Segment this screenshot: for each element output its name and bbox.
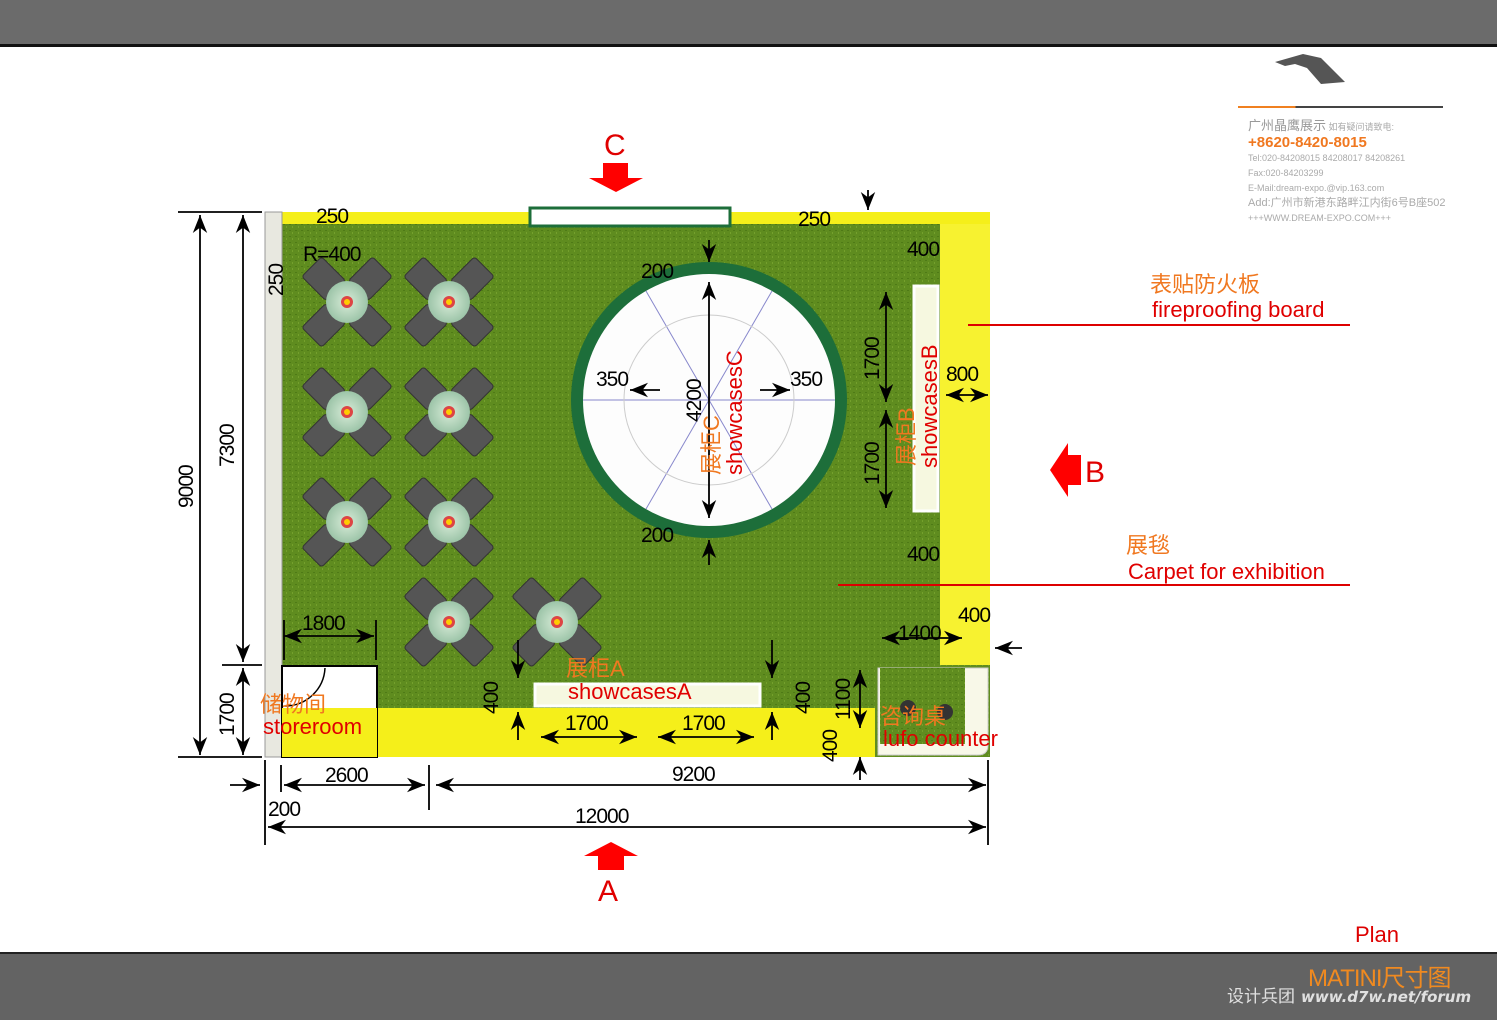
showcase-a-label-en: showcasesA: [568, 679, 692, 704]
hotline-label: 如有疑问请致电:: [1328, 122, 1395, 132]
dimension-label: 200: [268, 798, 300, 821]
dimension-label: 2600: [325, 764, 368, 787]
company-fax: Fax:020-84203299: [1248, 168, 1324, 178]
table-set: [302, 367, 392, 457]
watermark: 设计兵团 www.d7w.net/forum: [1227, 982, 1471, 1007]
eagle-logo: [1275, 54, 1345, 84]
showcase-b-label-en: showcasesB: [917, 344, 942, 468]
left-wall: [264, 211, 283, 758]
dimension-label: 1700: [861, 442, 884, 485]
dimension-label: 250: [265, 264, 288, 296]
dimension-label: 250: [316, 205, 348, 228]
view-a-label: A: [598, 875, 618, 908]
dimension-label: 7300: [216, 424, 239, 467]
company-tel: Tel:020-84208015 84208017 84208261: [1248, 153, 1406, 163]
company-phone: +8620-8420-8015: [1248, 134, 1367, 151]
dimension-label: 200: [641, 260, 673, 283]
fireproof-wall-right: [940, 224, 990, 665]
dimension-label: 350: [790, 368, 822, 391]
logo-divider: [1238, 106, 1443, 108]
dimension-label: 12000: [575, 805, 629, 828]
company-email: E-Mail:dream-expo.@vip.163.com: [1248, 183, 1385, 193]
company-info: 广州晶鹰展示 如有疑问请致电: +8620-8420-8015 Tel:020-…: [1238, 54, 1446, 226]
counter-inner: [880, 668, 965, 744]
dimension-lines: [178, 190, 1022, 845]
dimension-label: 400: [907, 543, 939, 566]
dimension-label: 9000: [175, 465, 198, 508]
dimension-label: 1700: [565, 712, 608, 735]
plan-label: Plan: [1355, 922, 1400, 947]
fireproof-label-cn: 表贴防火板: [1150, 272, 1260, 297]
dimension-label: 9200: [672, 763, 715, 786]
table-set: [404, 257, 494, 347]
showcase-c-label-cn: 展柜C: [699, 415, 724, 475]
drawing-title: MATINI尺寸图: [1308, 965, 1452, 992]
dimension-label: 1700: [861, 337, 884, 380]
view-b-label: B: [1085, 456, 1105, 489]
showcase-b: [912, 284, 940, 513]
showcase-b-label-cn: 展柜B: [894, 407, 919, 466]
stool: [900, 700, 916, 716]
storeroom-floor: [282, 708, 377, 757]
dimension-label: R=400: [303, 243, 361, 266]
table-set: [512, 577, 602, 667]
callout-lines: [838, 324, 1350, 586]
table-set: [404, 477, 494, 567]
dimension-label: 400: [480, 682, 503, 714]
dimension-label: 400: [819, 730, 842, 762]
counter-label-en: lufo counter: [883, 726, 998, 751]
bottom-bar: [0, 952, 1497, 1020]
dimension-label: 250: [798, 208, 830, 231]
company-address: Add:广州市新港东路畔江内街6号B座502: [1248, 197, 1446, 209]
showcase-a: [533, 682, 762, 708]
top-opening: [528, 206, 732, 228]
view-c-label: C: [604, 129, 626, 162]
dimension-label: 1700: [682, 712, 725, 735]
dimension-label: 200: [641, 524, 673, 547]
dimension-label: 400: [958, 604, 990, 627]
fireproof-label-en: fireproofing board: [1152, 297, 1324, 322]
view-c-arrow: [589, 163, 643, 192]
site-url[interactable]: www.d7w.net/forum: [1301, 988, 1472, 1006]
table-sets: [302, 257, 602, 667]
dimension-label: 1100: [832, 679, 855, 720]
top-bar: [0, 0, 1497, 47]
door-swing: [284, 667, 326, 707]
dimension-label: 800: [946, 363, 978, 386]
company-name: 广州晶鹰展示: [1248, 118, 1327, 133]
counter-label-cn: 咨询桌: [880, 704, 946, 729]
carpet-label-en: Carpet for exhibition: [1128, 559, 1325, 584]
table-set: [302, 477, 392, 567]
showcase-c-label-en: showcasesC: [722, 350, 747, 475]
dimension-label: 1700: [216, 693, 239, 736]
dimension-label: 1400: [898, 622, 941, 645]
table-set: [404, 367, 494, 457]
stool: [937, 704, 953, 720]
table-set: [404, 577, 494, 667]
showcase-a-label-cn: 展柜A: [566, 656, 625, 681]
dimension-label: 4200: [683, 379, 706, 422]
dimension-label: 400: [907, 238, 939, 261]
company-website: +++WWW.DREAM-EXPO.COM+++: [1248, 213, 1392, 223]
table-set: [302, 257, 392, 347]
storeroom-label-cn: 储物间: [260, 692, 326, 717]
storeroom-label-en: storeroom: [263, 714, 362, 739]
dimension-label: 350: [596, 368, 628, 391]
dimension-label: 1800: [302, 612, 345, 635]
view-b-arrow: [1050, 443, 1081, 497]
view-a-arrow: [584, 842, 638, 870]
site-name: 设计兵团: [1227, 987, 1295, 1006]
dimension-label: 400: [792, 682, 815, 714]
carpet-label-cn: 展毯: [1126, 533, 1170, 558]
